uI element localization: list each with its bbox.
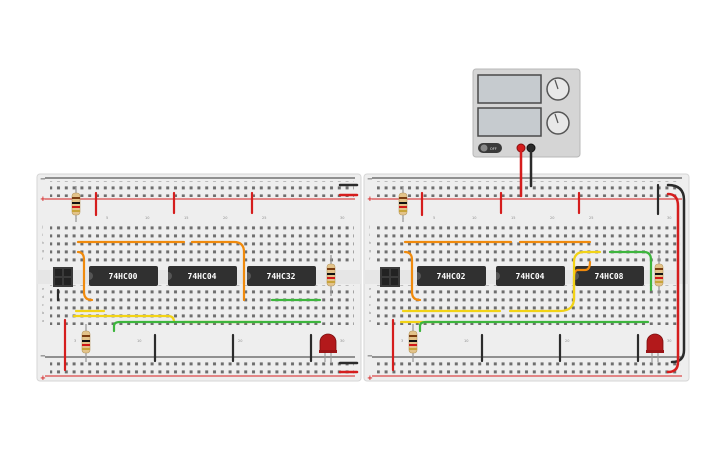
row-letter: i (42, 233, 43, 237)
row-labels-left: j i h g f e d c b a (41, 225, 45, 323)
column-number: 10 (472, 216, 476, 220)
led[interactable] (319, 333, 337, 362)
wires-board-2 (391, 146, 686, 374)
column-number: 30 (667, 339, 671, 343)
rail-plus-top: + (40, 195, 46, 203)
push-button[interactable] (380, 267, 400, 287)
column-number: 25 (262, 216, 266, 220)
row-letter: f (369, 257, 371, 261)
signal-wire-yellow[interactable] (72, 314, 176, 324)
current-display (477, 107, 542, 137)
row-letter: j (368, 225, 370, 229)
column-number: 30 (667, 216, 671, 220)
row-letter: b (369, 311, 372, 315)
row-letter: j (41, 225, 43, 229)
ic-chip[interactable]: 74HC04 (168, 266, 237, 286)
ic-label: 74HC02 (437, 272, 466, 281)
row-letter: a (369, 319, 371, 323)
column-number: 10 (145, 216, 149, 220)
resistor[interactable] (71, 186, 81, 222)
resistor[interactable] (408, 324, 418, 362)
column-number: 20 (565, 339, 569, 343)
row-letter: e (42, 287, 44, 291)
rail-minus-bottom: − (40, 352, 46, 360)
column-number: 15 (184, 216, 188, 220)
push-button[interactable] (53, 267, 73, 287)
signal-wire-orange[interactable] (403, 250, 422, 302)
power-supply[interactable]: OFF (472, 68, 581, 158)
voltage-display (477, 74, 542, 104)
power-wire[interactable] (666, 192, 680, 374)
rail-minus-top: − (367, 175, 373, 183)
ic-label: 74HC32 (267, 272, 296, 281)
signal-wire-yellow[interactable] (508, 250, 602, 313)
row-letter: b (42, 311, 45, 315)
column-numbers-bottom: 3 10 20 30 (401, 339, 671, 343)
resistor[interactable] (81, 324, 91, 362)
column-number: 30 (340, 339, 344, 343)
row-letter: g (42, 249, 44, 253)
ic-chip[interactable]: 74HC04 (496, 266, 565, 286)
ic-label: 74HC00 (109, 272, 138, 281)
resistor[interactable] (326, 255, 336, 296)
signal-wire-green[interactable] (112, 320, 178, 333)
column-numbers-bottom: 3 10 20 30 (74, 339, 344, 343)
column-number: 3 (74, 339, 76, 343)
signal-wire-orange[interactable] (190, 240, 246, 302)
row-letter: f (42, 257, 44, 261)
ic-chip[interactable]: 74HC08 (575, 266, 644, 286)
column-number: 5 (433, 216, 435, 220)
ic-chip[interactable]: 74HC02 (417, 266, 486, 286)
row-letter: h (42, 241, 44, 245)
row-letter: i (369, 233, 370, 237)
column-number: 20 (223, 216, 227, 220)
column-number: 30 (340, 216, 344, 220)
rail-plus-top: + (367, 195, 373, 203)
ic-chip[interactable]: 74HC00 (89, 266, 158, 286)
resistor[interactable] (654, 255, 664, 296)
rail-minus-top: − (40, 175, 46, 183)
column-number: 20 (238, 339, 242, 343)
row-letter: d (369, 295, 371, 299)
ic-label: 74HC08 (595, 272, 624, 281)
row-labels-left: j i h g f e d c b a (368, 225, 372, 323)
column-number: 20 (550, 216, 554, 220)
signal-wire-orange[interactable] (76, 250, 94, 302)
ic-label: 74HC04 (516, 272, 545, 281)
row-letter: c (42, 303, 44, 307)
power-switch-label: OFF (490, 147, 497, 151)
rail-plus-bottom: + (40, 374, 46, 382)
column-number: 25 (589, 216, 593, 220)
wires-board-1 (56, 183, 359, 374)
row-letter: a (42, 319, 44, 323)
row-letter: g (369, 249, 371, 253)
row-letter: h (369, 241, 371, 245)
column-number: 15 (511, 216, 515, 220)
rail-minus-bottom: − (367, 352, 373, 360)
ic-label: 74HC04 (188, 272, 217, 281)
column-number: 10 (137, 339, 141, 343)
signal-wire-green[interactable] (418, 320, 650, 333)
ic-chip[interactable]: 74HC32 (247, 266, 316, 286)
rail-plus-bottom: + (367, 374, 373, 382)
led[interactable] (646, 333, 664, 362)
column-number: 5 (106, 216, 108, 220)
row-letter: d (42, 295, 44, 299)
column-number: 3 (401, 339, 403, 343)
column-number: 10 (464, 339, 468, 343)
signal-wire-green[interactable] (608, 250, 653, 292)
resistor[interactable] (398, 186, 408, 222)
row-letter: c (369, 303, 371, 307)
row-letter: e (369, 287, 371, 291)
